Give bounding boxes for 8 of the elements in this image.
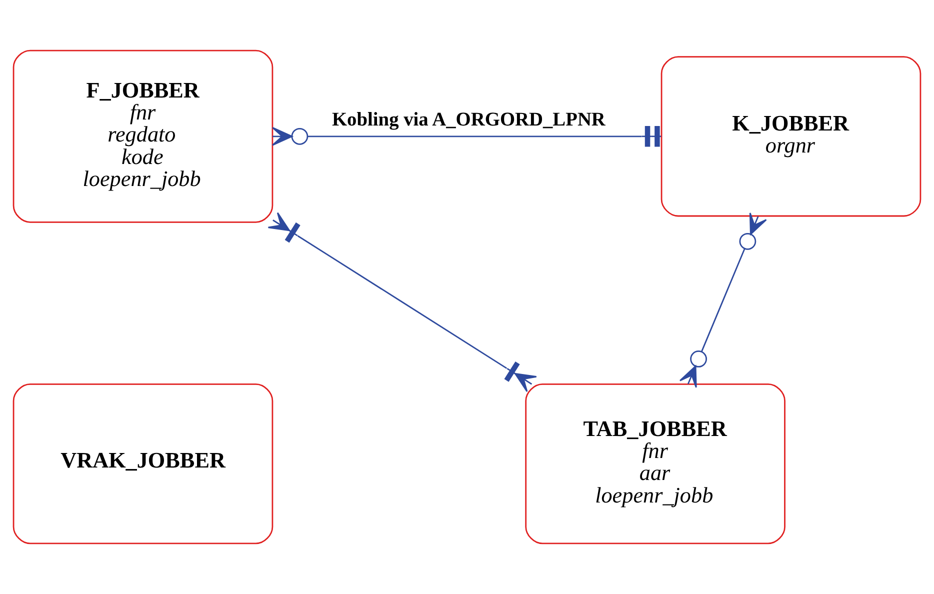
connector bbox=[268, 212, 538, 392]
node-box: TAB_JOBBER fnr aar loepenr_jobb bbox=[525, 384, 786, 544]
node-box: K_JOBBER orgnr bbox=[660, 56, 922, 217]
connector bbox=[679, 212, 767, 388]
edge-label: Kobling via A_ORGORD_LPNR bbox=[332, 110, 606, 131]
connector bbox=[272, 126, 662, 147]
node-box: F_JOBBER fnr regdato kode loepenr_jobb bbox=[12, 50, 274, 223]
node-box: VRAK_JOBBER bbox=[12, 384, 274, 544]
